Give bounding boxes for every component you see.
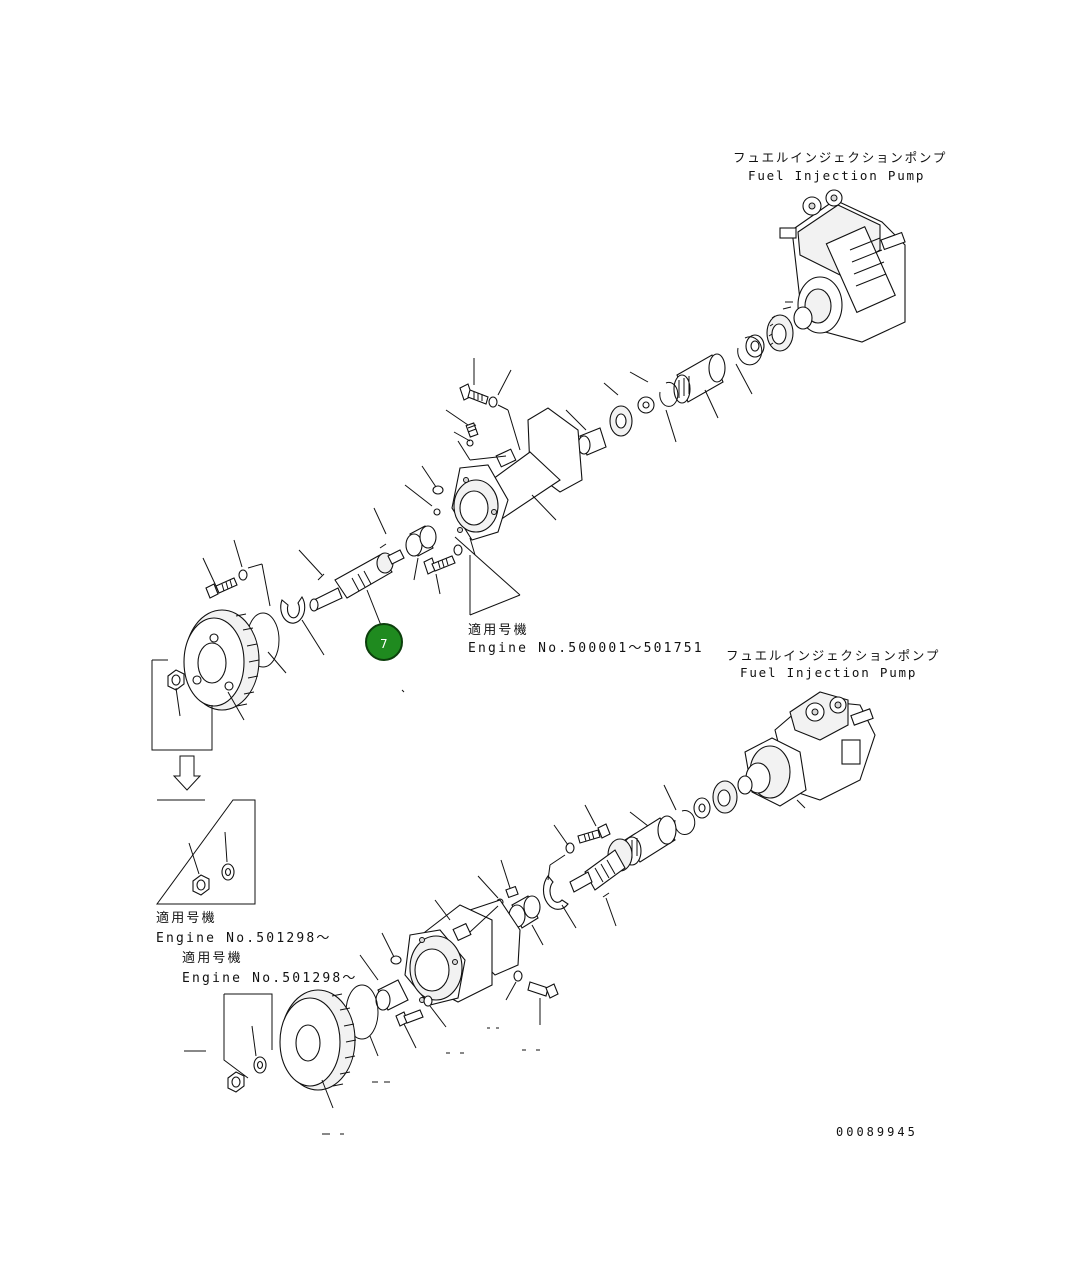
upper-drive-shaft [309,549,405,612]
upper-nut-detail-box [151,659,213,791]
upper-fuel-injection-pump [779,189,906,343]
upper-pin-2 [433,508,441,516]
applicability-label-upper-jp: 適用号機 [468,622,529,638]
part-callout-number: 7 [380,637,388,651]
lower-bolt-washer [565,842,575,854]
alternative-nut-detail-box [156,799,256,905]
upper-retainer [280,595,306,624]
lower-pump-label-en: Fuel Injection Pump [740,665,917,680]
lower-nut-detail-box [223,993,273,1079]
lower-gear-nut [227,1071,245,1093]
upper-snap-ring [737,336,763,366]
upper-key-2 [317,573,325,581]
upper-nut [745,334,765,358]
upper-housing-bolt [423,555,456,575]
upper-pump-label-jp: フュエルインジェクションポンプ [733,150,947,165]
applicability-label-upper-en: Engine No.500001～501751 [468,641,704,656]
upper-bearing [405,525,437,557]
upper-pin [432,485,444,495]
applicability-lower-label-en: Engine No.501298～ [182,971,358,986]
upper-front-washer [238,569,248,581]
applicability-lower-label-jp: 適用号機 [182,950,243,966]
upper-snap-ring-2 [659,381,679,407]
lower-right-bolt [527,981,559,999]
lower-drive-shaft [569,838,633,893]
lower-drive-gear [279,989,357,1091]
upper-plug [465,422,479,438]
lower-pin [390,955,402,965]
lower-bolt [577,823,611,844]
upper-top-bolt [459,383,489,405]
lower-nut [693,797,711,819]
upper-gear-nut [167,669,185,691]
upper-leader-lines [175,358,753,721]
upper-bushing [577,427,607,456]
upper-sleeve-coupling [673,353,726,404]
upper-key [379,543,387,549]
upper-washer-small [488,396,498,408]
upper-bolt-washer [453,544,463,556]
lower-housing-bolt [395,1009,424,1027]
lower-leader-lines [184,784,677,1135]
lower-key [602,892,610,898]
upper-pump-label-en: Fuel Injection Pump [748,168,925,183]
upper-o-ring-small [466,439,474,447]
upper-washer [637,396,655,414]
lower-pump-label-jp: フュエルインジェクションポンプ [726,648,940,663]
upper-pump-gear [766,314,794,352]
lower-pump-gear [712,780,738,814]
lower-bolt-washer-2 [423,995,433,1007]
upper-housing [451,407,583,541]
upper-hub-gear [609,405,633,437]
lower-plug [505,885,519,899]
lower-housing [404,899,521,1006]
part-callout-badge[interactable]: 7 [365,623,403,661]
lower-bushing [375,979,409,1011]
lower-retainer [542,875,569,910]
alt-nut [192,874,210,896]
applicability-box-label-jp: 適用号機 [156,910,217,926]
applicability-box-label-en: Engine No.501298～ [156,931,332,946]
lower-fuel-injection-pump [737,691,876,809]
upper-front-bolt [205,577,238,599]
lower-snap-ring [674,810,696,835]
lower-washer-right [513,970,523,982]
upper-drive-gear [183,609,260,711]
drawing-number: 00089945 [836,1125,918,1139]
